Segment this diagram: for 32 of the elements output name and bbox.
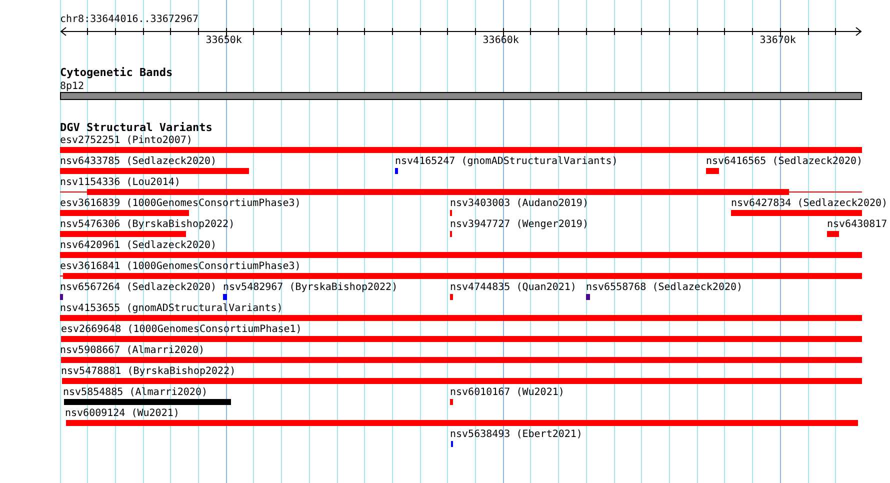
feature-label: nsv6430817 (827, 219, 888, 230)
tick-label: 33660k (482, 35, 519, 46)
feature-label: nsv5482967 (ByrskaBishop2022) (223, 282, 398, 293)
feature-label: nsv4153655 (gnomADStructuralVariants) (60, 303, 283, 314)
feature-label: esv2752251 (Pinto2007) (60, 135, 192, 146)
feature-label: nsv6009124 (Wu2021) (65, 408, 180, 419)
feature-label: esv3616839 (1000GenomesConsortiumPhase3) (60, 198, 301, 209)
feature-label: nsv6416565 (Sedlazeck2020) (706, 156, 863, 167)
feature-label: nsv3947727 (Wenger2019) (450, 219, 588, 230)
feature-label: nsv6010167 (Wu2021) (450, 387, 564, 398)
feature-label: esv3616841 (1000GenomesConsortiumPhase3) (60, 261, 301, 272)
feature-label: nsv5478881 (ByrskaBishop2022) (61, 366, 236, 377)
tick-label: 33650k (206, 35, 242, 46)
feature-label: nsv3403003 (Audano2019) (450, 198, 588, 209)
feature-label: esv2669648 (1000GenomesConsortiumPhase1) (61, 324, 302, 335)
feature-label: nsv6420961 (Sedlazeck2020) (60, 240, 217, 251)
feature-label: nsv6558768 (Sedlazeck2020) (586, 282, 743, 293)
feature-label: nsv6433785 (Sedlazeck2020) (60, 156, 217, 167)
feature-label: nsv5908667 (Almarri2020) (60, 345, 204, 356)
feature-label: nsv4165247 (gnomADStructuralVariants) (395, 156, 618, 167)
feature-label: nsv6427834 (Sedlazeck2020) (731, 198, 888, 209)
track-title: Cytogenetic Bands (60, 67, 173, 78)
feature-label: nsv5476306 (ByrskaBishop2022) (60, 219, 235, 230)
feature-label: nsv4744835 (Quan2021) (450, 282, 576, 293)
feature-label: nsv5854885 (Almarri2020) (63, 387, 208, 398)
feature-label: nsv1154336 (Lou2014) (60, 177, 180, 188)
tick-label: 33670k (760, 35, 796, 46)
band-label: 8p12 (60, 81, 84, 92)
feature-label: nsv5638493 (Ebert2021) (450, 429, 582, 440)
coordinate-label: chr8:33644016..33672967 (60, 14, 198, 25)
feature-label: nsv6567264 (Sedlazeck2020) (60, 282, 217, 293)
track-title: DGV Structural Variants (60, 122, 212, 133)
